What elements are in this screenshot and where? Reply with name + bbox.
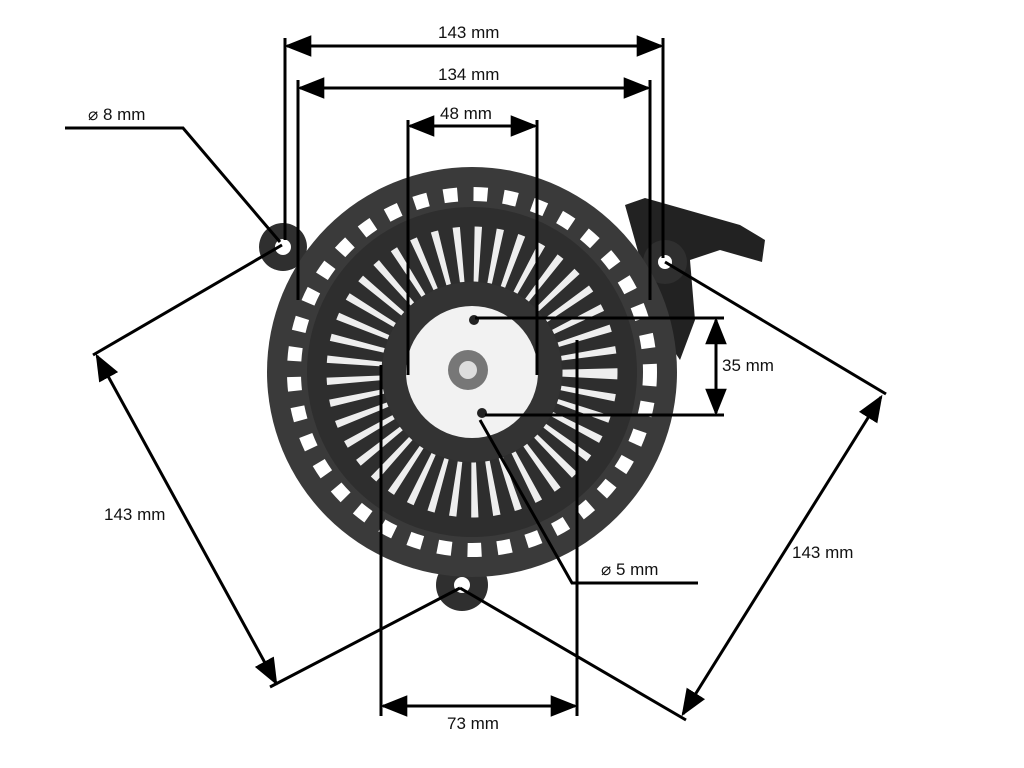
pin-spacing-label: 35 mm xyxy=(722,356,774,375)
bottom-width-label: 73 mm xyxy=(447,714,499,733)
right-mount-spacing-label: 143 mm xyxy=(792,543,854,562)
starter-part-photo xyxy=(259,167,765,611)
inner-width-label: 134 mm xyxy=(438,65,500,84)
pin-hole-label: ⌀ 5 mm xyxy=(601,560,659,579)
dimension-lines xyxy=(65,35,887,722)
overall-width-label: 143 mm xyxy=(438,23,500,42)
left-mount-spacing-label: 143 mm xyxy=(104,505,166,524)
mount-hole-label: ⌀ 8 mm xyxy=(88,105,146,124)
hub-width-label: 48 mm xyxy=(440,104,492,123)
